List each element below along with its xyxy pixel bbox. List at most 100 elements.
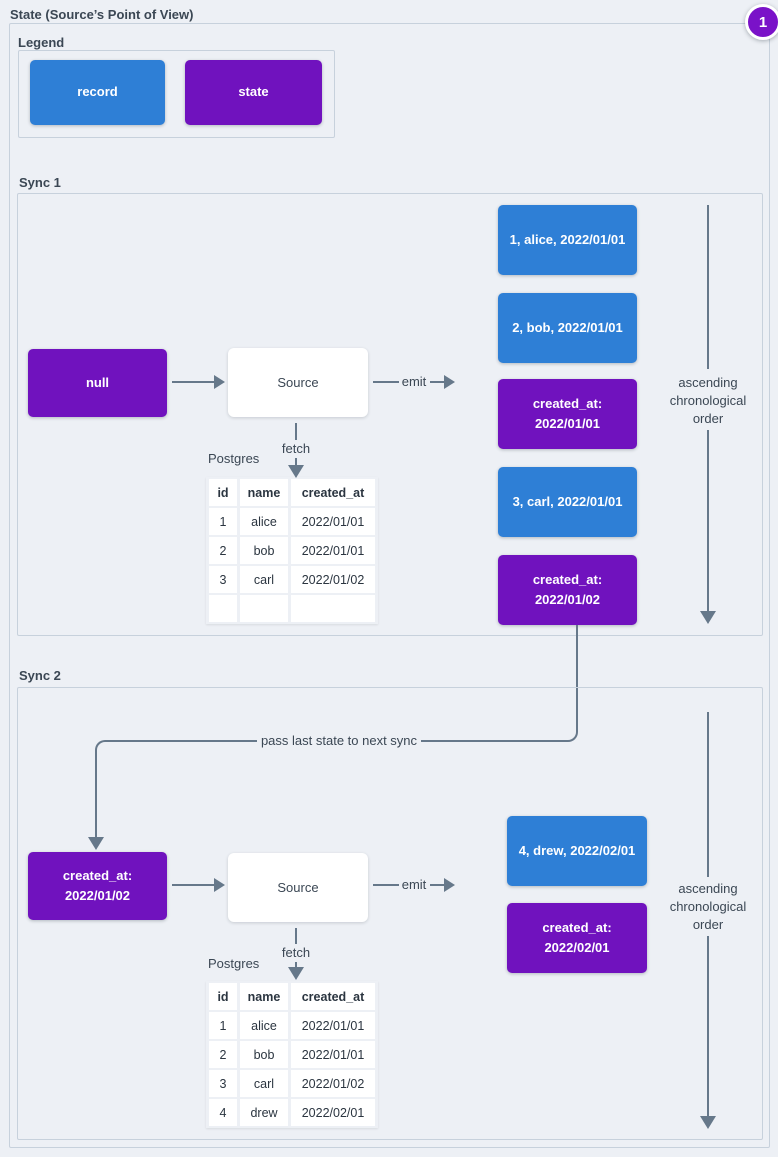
table-row: 2 bob 2022/01/01 (209, 537, 375, 564)
state-text-line2: 2022/02/01 (544, 940, 610, 955)
col-header-created-at: created_at (291, 983, 375, 1010)
table-row: 2 bob 2022/01/01 (209, 1041, 375, 1068)
sync2-order-label: ascending chronological order (669, 881, 747, 932)
sync1-output-state-1: created_at: 2022/01/01 (498, 379, 637, 449)
cell-name: alice (240, 508, 288, 535)
state-text-line2: 2022/01/01 (534, 416, 601, 431)
col-header-name: name (240, 479, 288, 506)
cell-created-at: 2022/01/02 (291, 566, 375, 593)
state-text-line2: 2022/01/02 (64, 888, 131, 903)
outer-container (9, 23, 770, 1148)
cell-created-at: 2022/01/01 (291, 537, 375, 564)
sync2-emit-line-right (430, 884, 445, 886)
cell-name: carl (240, 566, 288, 593)
cell-name (240, 595, 288, 622)
col-header-created-at: created_at (291, 479, 375, 506)
sync1-emit-line-left (373, 381, 399, 383)
sync1-input-state-text: null (85, 374, 110, 390)
sync2-state-to-source-arrowhead-icon (214, 878, 225, 892)
sync2-emit-arrowhead-icon (444, 878, 455, 892)
sync1-emit-line-right (430, 381, 445, 383)
sync1-output-record-2: 2, bob, 2022/01/01 (498, 293, 637, 363)
cell-created-at: 2022/01/01 (291, 1041, 375, 1068)
sync1-source-label: Source (277, 375, 319, 390)
cell-id: 2 (209, 1041, 237, 1068)
record-text: 4, drew, 2022/02/01 (518, 842, 636, 858)
connector-arrowhead-icon (88, 837, 104, 850)
sync2-title: Sync 2 (19, 668, 61, 683)
cell-id: 1 (209, 1012, 237, 1039)
connector-line-right (421, 740, 566, 742)
state-text-line1: created_at: (532, 395, 603, 411)
sync2-fetch-arrowhead-icon (288, 967, 304, 980)
table-header-row: id name created_at (209, 983, 375, 1010)
table-row: 3 carl 2022/01/02 (209, 1070, 375, 1097)
sync1-input-state-node: null (28, 349, 167, 417)
table-row: 1 alice 2022/01/01 (209, 1012, 375, 1039)
cell-created-at: 2022/01/01 (291, 1012, 375, 1039)
table-row: 3 carl 2022/01/02 (209, 566, 375, 593)
sync2-source-node: Source (228, 853, 368, 922)
sync2-postgres-table: id name created_at 1 alice 2022/01/01 2 … (206, 981, 378, 1128)
cell-name: carl (240, 1070, 288, 1097)
connector-corner-right (566, 729, 578, 742)
sync2-fetch-line-bottom (295, 962, 297, 968)
cell-name: bob (240, 537, 288, 564)
cell-name: alice (240, 1012, 288, 1039)
cell-created-at: 2022/02/01 (291, 1099, 375, 1126)
legend-state-label: state (238, 84, 269, 100)
sync2-output-record-1: 4, drew, 2022/02/01 (507, 816, 647, 886)
sync1-fetch-line-top (295, 423, 297, 440)
cell-id (209, 595, 237, 622)
sync1-emit-arrowhead-icon (444, 375, 455, 389)
sync2-order-line-top (707, 712, 709, 877)
connector-line-down-from-state (576, 625, 578, 729)
sync2-input-state-node: created_at: 2022/01/02 (28, 852, 167, 920)
table-row: 1 alice 2022/01/01 (209, 508, 375, 535)
sync2-fetch-line-top (295, 928, 297, 944)
sync2-fetch-label: fetch (281, 945, 311, 960)
legend-box (18, 50, 335, 138)
sync2-order-line-bottom (707, 936, 709, 1116)
legend-title: Legend (18, 35, 65, 50)
connector-corner-left (95, 740, 107, 752)
record-text: 2, bob, 2022/01/01 (512, 319, 623, 335)
sync1-fetch-arrowhead-icon (288, 465, 304, 478)
legend-state-swatch: state (185, 60, 322, 125)
cell-created-at: 2022/01/02 (291, 1070, 375, 1097)
sync1-db-label: Postgres (208, 451, 260, 466)
table-row: 4 drew 2022/02/01 (209, 1099, 375, 1126)
sync1-state-to-source-line (172, 381, 214, 383)
cell-id: 1 (209, 508, 237, 535)
sync2-state-to-source-line (172, 884, 214, 886)
cell-id: 2 (209, 537, 237, 564)
cell-name: bob (240, 1041, 288, 1068)
legend-record-swatch: record (30, 60, 165, 125)
col-header-id: id (209, 983, 237, 1010)
col-header-name: name (240, 983, 288, 1010)
sync2-output-state-1: created_at: 2022/02/01 (507, 903, 647, 973)
cell-name: drew (240, 1099, 288, 1126)
cell-id: 3 (209, 1070, 237, 1097)
sync1-postgres-table: id name created_at 1 alice 2022/01/01 2 … (206, 477, 378, 624)
record-text: 3, carl, 2022/01/01 (512, 493, 623, 509)
sync2-box (17, 687, 763, 1140)
sync1-order-label: ascending chronological order (669, 375, 747, 426)
sync1-state-to-source-arrowhead-icon (214, 375, 225, 389)
sync1-fetch-label: fetch (281, 441, 311, 456)
sync1-output-record-3: 3, carl, 2022/01/01 (498, 467, 637, 537)
cell-id: 3 (209, 566, 237, 593)
sync1-output-state-2: created_at: 2022/01/02 (498, 555, 637, 625)
cell-id: 4 (209, 1099, 237, 1126)
sync2-order-arrowhead-icon (700, 1116, 716, 1129)
legend-record-label: record (77, 84, 118, 100)
sync1-source-node: Source (228, 348, 368, 417)
sync1-output-record-1: 1, alice, 2022/01/01 (498, 205, 637, 275)
sync1-order-line-bottom (707, 430, 709, 611)
sync2-db-label: Postgres (208, 956, 260, 971)
sync2-emit-label: emit (401, 877, 427, 892)
connector-label: pass last state to next sync (260, 733, 418, 748)
connector-line-left (107, 740, 257, 742)
sync1-title: Sync 1 (19, 175, 61, 190)
